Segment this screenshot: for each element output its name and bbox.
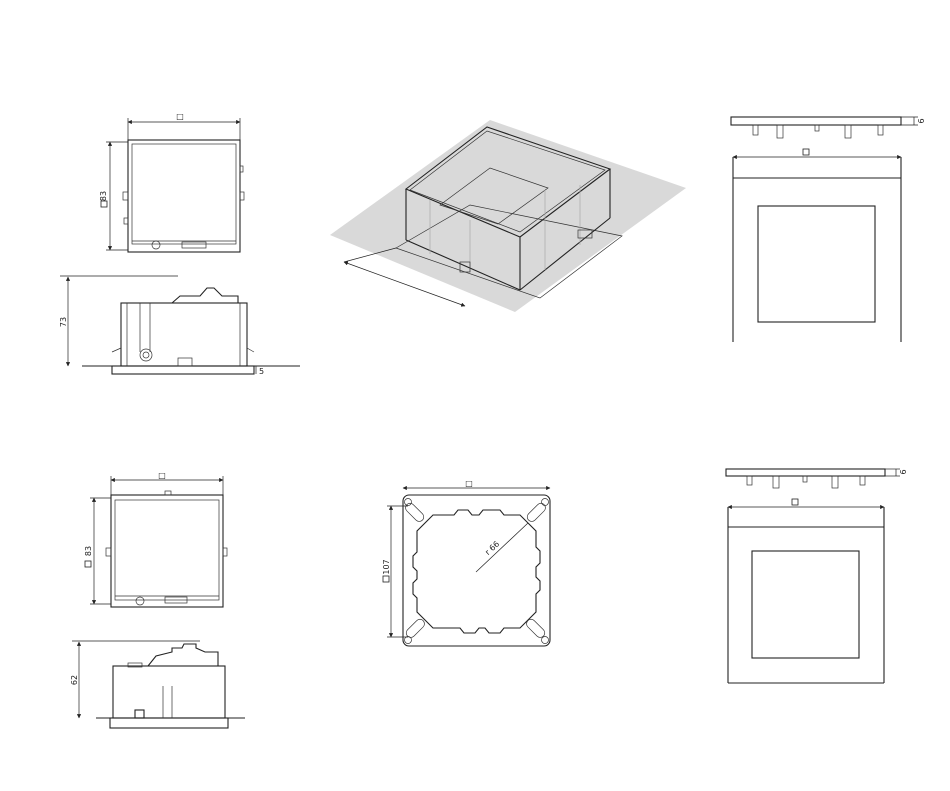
box-a-side-height-label: 73 [59,317,68,327]
isometric-view [330,120,686,312]
cover-b-plan-view [728,499,884,683]
box-a-front-height-label: 83 [99,191,108,201]
plate-radius-label: r 66 [483,539,501,557]
floor-shade [330,120,686,312]
cover-b-thickness-label: 6 [899,469,908,474]
plate-width-symbol: □ [465,479,473,488]
cover-b-edge-view: 6 [726,469,908,488]
box-b-side-height-label: 62 [70,675,79,685]
box-b-front-height-label: 83 [84,546,93,556]
cover-a-thickness-label: 6 [917,118,926,123]
box-a-side-view: 73 5 [59,276,300,376]
cover-a-edge-view: 6 [731,117,926,138]
box-b-front-view: □ 83 [84,471,227,607]
box-b-side-view: 62 [70,641,245,728]
box-a-width-symbol: □ [176,112,184,121]
box-a-front-view: □ 83 [99,112,244,252]
plate-height-label: 107 [382,559,391,574]
box-b-width-symbol: □ [158,471,166,480]
cover-a-plan-view [733,149,901,342]
mounting-plate-view: r 66 □ 107 [382,479,550,646]
box-a-flange-label: 5 [259,367,264,376]
